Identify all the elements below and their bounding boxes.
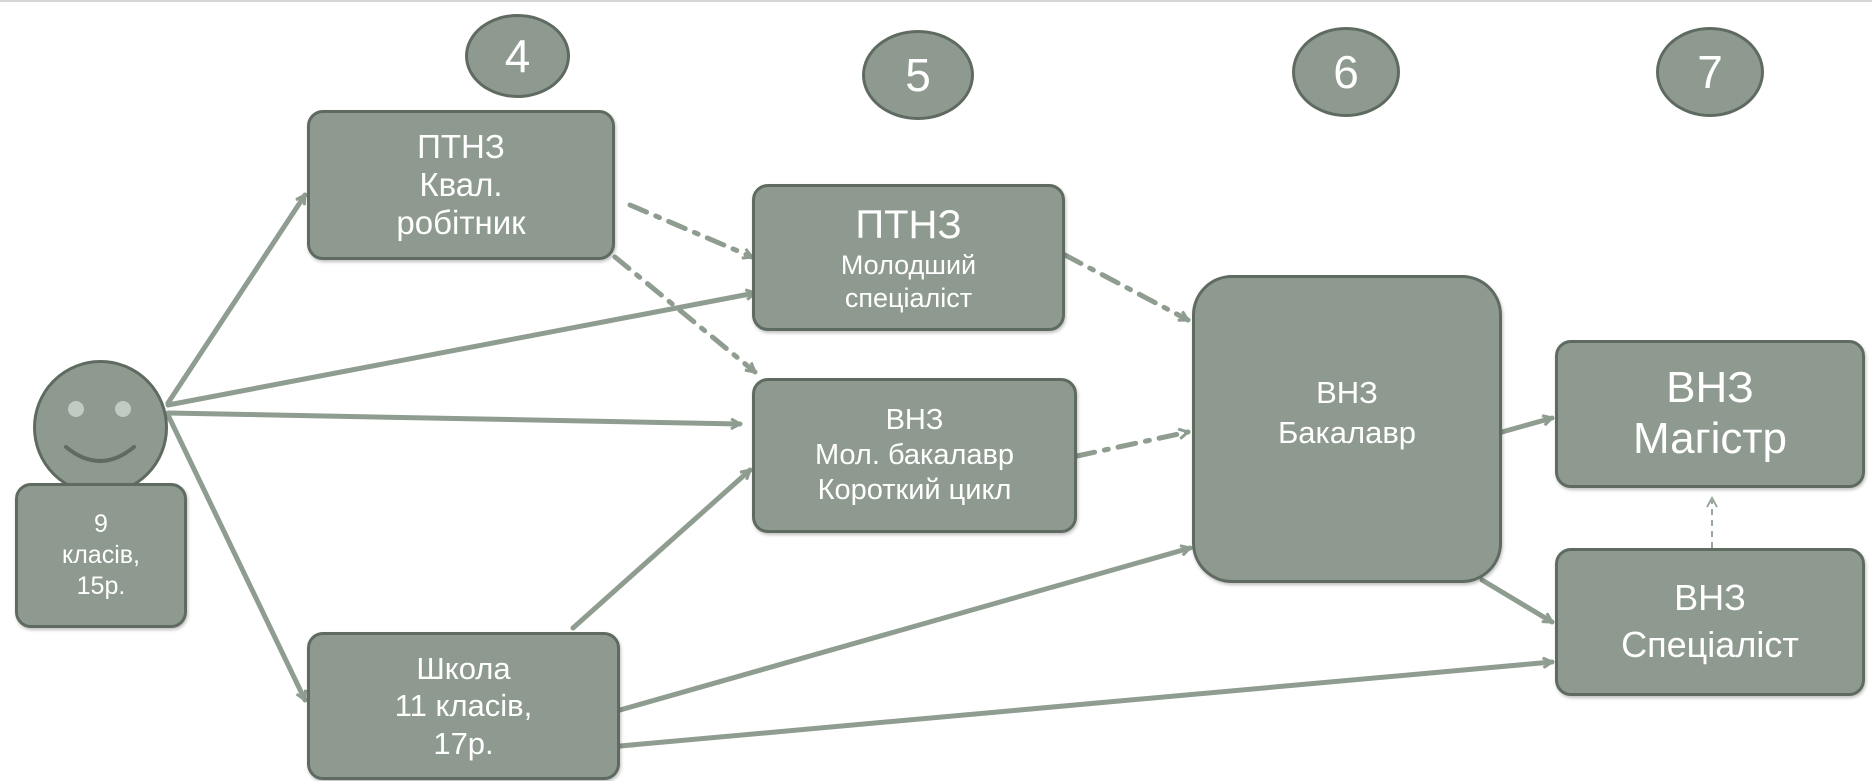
arrow-ptnz-junior-to-vnz-bachelor bbox=[1062, 252, 1188, 323]
vnz-master-line-2: Магістр bbox=[1632, 414, 1788, 463]
vnz-bachelor-box: ВНЗ Бакалавр bbox=[1192, 275, 1502, 583]
ptnz-worker-box: ПТНЗ Квал. робітник bbox=[307, 110, 615, 260]
level-7-label: 7 bbox=[1697, 46, 1723, 98]
vnz-bachelor-line-2: Бакалавр bbox=[1277, 415, 1417, 451]
school-line-3: 17р. bbox=[433, 725, 494, 761]
vnz-junior-bachelor-line-3: Короткий цикл bbox=[817, 473, 1012, 506]
vnz-specialist-box: ВНЗ Спеціаліст bbox=[1555, 548, 1865, 696]
vnz-specialist-line-2: Спеціаліст bbox=[1621, 624, 1799, 665]
vnz-junior-bachelor-line-2: Мол. бакалавр bbox=[814, 439, 1015, 472]
smiley-face-drawing bbox=[64, 401, 136, 463]
ptnz-junior-line-2: Молодший bbox=[840, 250, 977, 281]
arrow-start-to-vnz-junior-bachelor bbox=[165, 410, 743, 424]
arrow-ptnz-worker-to-ptnz-junior bbox=[627, 202, 752, 257]
arrow-school-to-vnz-bachelor bbox=[617, 548, 1190, 713]
arrow-bachelor-to-master bbox=[1499, 418, 1552, 435]
school-box: Школа 11 класів, 17р. bbox=[307, 632, 620, 780]
ptnz-worker-line-2: Квал. bbox=[419, 166, 503, 204]
arrow-start-to-school bbox=[165, 412, 308, 700]
arrow-school-to-vnz-specialist bbox=[617, 662, 1552, 749]
start-line-3: 15р. bbox=[76, 572, 126, 601]
top-divider bbox=[0, 0, 1872, 2]
arrow-vnz-junior-bachelor-to-vnz-bachelor bbox=[1074, 432, 1188, 459]
vnz-master-line-1: ВНЗ bbox=[1666, 363, 1754, 413]
ptnz-junior-specialist-box: ПТНЗ Молодший спеціаліст bbox=[752, 184, 1065, 331]
school-line-1: Школа bbox=[416, 651, 511, 687]
level-5-label: 5 bbox=[905, 49, 931, 101]
arrow-ptnz-worker-to-vnz-junior-bachelor bbox=[612, 254, 758, 375]
vnz-bachelor-line-1: ВНЗ bbox=[1316, 375, 1378, 410]
ptnz-junior-line-1: ПТНЗ bbox=[855, 203, 962, 248]
level-4-label: 4 bbox=[504, 30, 531, 82]
vnz-master-box: ВНЗ Магістр bbox=[1555, 340, 1865, 488]
school-line-2: 11 класів, bbox=[394, 688, 533, 724]
start-line-2: класів, bbox=[62, 540, 140, 569]
vnz-specialist-line-1: ВНЗ bbox=[1674, 577, 1746, 619]
arrow-school-to-vnz-junior-bachelor bbox=[570, 467, 753, 631]
level-6-marker: 6 bbox=[1292, 27, 1400, 117]
vnz-junior-bachelor-line-1: ВНЗ bbox=[885, 404, 944, 437]
level-4-marker: 4 bbox=[465, 14, 570, 98]
arrow-bachelor-to-specialist bbox=[1479, 577, 1552, 625]
start-line-1: 9 bbox=[94, 509, 108, 538]
level-6-label: 6 bbox=[1333, 46, 1359, 98]
ptnz-worker-line-3: робітник bbox=[396, 203, 526, 241]
level-7-marker: 7 bbox=[1656, 27, 1764, 117]
start-age-box: 9 класів, 15р. bbox=[15, 483, 187, 628]
ptnz-worker-line-1: ПТНЗ bbox=[417, 128, 505, 166]
smiley-face-icon bbox=[33, 360, 168, 495]
vnz-junior-bachelor-box: ВНЗ Мол. бакалавр Короткий цикл bbox=[752, 378, 1077, 533]
level-5-marker: 5 bbox=[862, 30, 974, 120]
arrow-start-to-ptnz-junior bbox=[165, 293, 755, 408]
arrow-start-to-ptnz-worker bbox=[165, 195, 308, 406]
ptnz-junior-line-3: спеціаліст bbox=[844, 282, 973, 313]
